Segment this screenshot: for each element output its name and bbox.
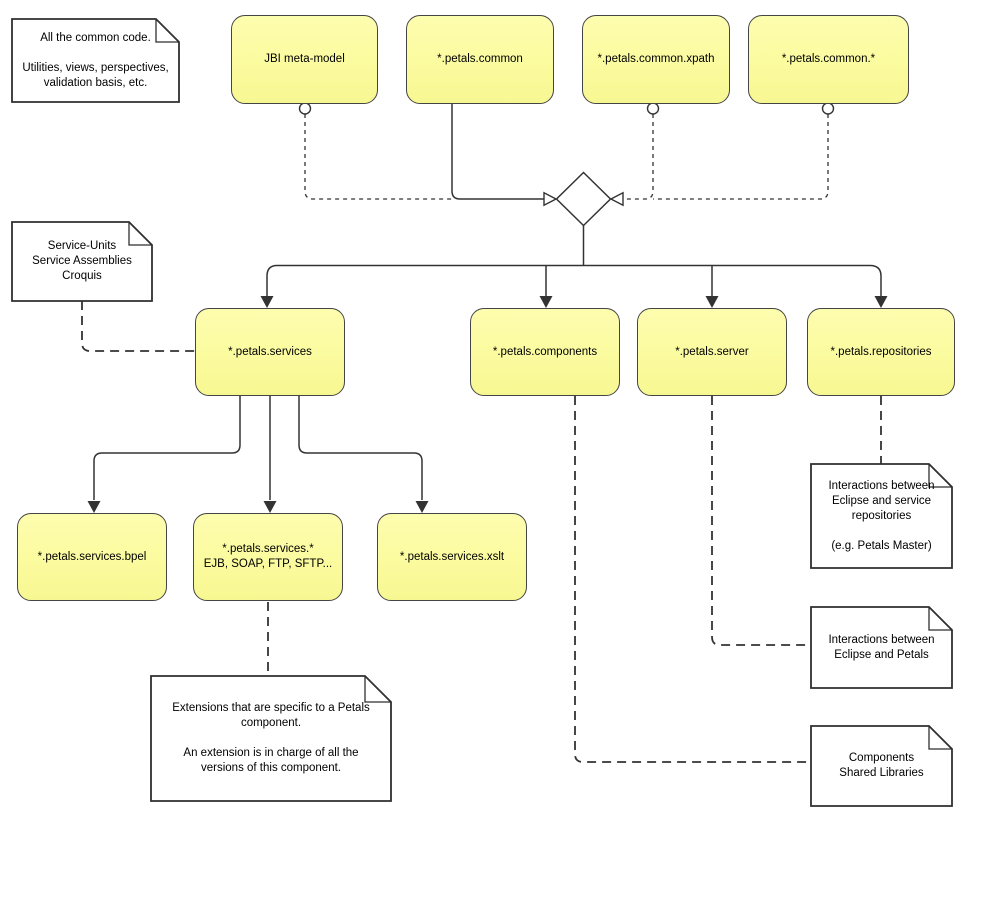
edge-note-petals-interactions [711, 396, 811, 646]
note-label: Service-Units Service Assemblies Croquis [32, 240, 132, 282]
note-shape-shared-libraries[interactable] [810, 725, 953, 807]
package-petals-services[interactable]: *.petals.services [195, 308, 345, 396]
note-petals-interactions: Interactions between Eclipse and Petals [811, 607, 952, 688]
note-label: Interactions between Eclipse and service… [828, 479, 935, 552]
package-label: *.petals.common.* [781, 53, 876, 65]
arrowhead-bpel-icon [87, 501, 101, 513]
edge-common-star-to-merge [653, 114, 829, 200]
edge-note-service-units [81, 301, 195, 352]
edge-common-xpath-to-merge [624, 114, 654, 200]
note-repo-interactions: Interactions between Eclipse and service… [811, 464, 952, 568]
ball-connector-jbi [298, 102, 312, 115]
note-fold-petals-interactions-icon [928, 607, 952, 631]
package-label: *.petals.common.xpath [597, 53, 715, 65]
merge-diamond[interactable] [555, 171, 612, 227]
package-petals-services-bpel[interactable]: *.petals.services.bpel [17, 513, 167, 601]
note-fold-shared-libraries-icon [928, 726, 952, 750]
note-service-units: Service-Units Service Assemblies Croquis [12, 222, 152, 301]
note-shape-service-units[interactable] [11, 221, 153, 302]
note-shape-extensions[interactable] [150, 675, 392, 802]
package-petals-server[interactable]: *.petals.server [637, 308, 787, 396]
package-petals-services-xslt[interactable]: *.petals.services.xslt [377, 513, 527, 601]
arrowhead-services-star-icon [263, 501, 277, 513]
package-jbi-meta-model[interactable]: JBI meta-model [231, 15, 378, 104]
note-fold-extensions-icon [364, 676, 391, 703]
hollow-arrow-right-icon [609, 191, 624, 207]
note-shape-common-code[interactable] [11, 18, 180, 103]
note-shape-repo-interactions[interactable] [810, 463, 953, 569]
package-label: JBI meta-model [264, 53, 345, 65]
package-label: *.petals.server [675, 345, 749, 358]
edge-common-to-merge [451, 104, 544, 200]
note-common-code: All the common code. Utilities, views, p… [12, 19, 179, 102]
package-label: *.petals.services.xslt [399, 550, 505, 563]
ball-connector-common-xpath [646, 102, 660, 115]
note-fold-repo-interactions-icon [928, 464, 952, 488]
package-label: *.petals.services [228, 345, 312, 358]
arrowhead-xslt-icon [415, 501, 429, 513]
note-shared-libraries: Components Shared Libraries [811, 726, 952, 806]
note-label: Components Shared Libraries [839, 752, 924, 779]
edge-note-shared-libraries [574, 396, 811, 763]
package-petals-services-star[interactable]: *.petals.services.* EJB, SOAP, FTP, SFTP… [193, 513, 343, 601]
edge-jbi-to-merge [304, 114, 452, 200]
package-label: *.petals.components [492, 345, 598, 358]
note-label: Interactions between Eclipse and Petals [828, 633, 935, 661]
note-fold-common-code-icon [155, 19, 179, 43]
edge-distribution-bus [266, 264, 882, 302]
arrowhead-services-icon [260, 296, 274, 308]
hollow-arrow-left-icon [543, 191, 558, 207]
arrowhead-repositories-icon [874, 296, 888, 308]
package-label: *.petals.services.* EJB, SOAP, FTP, SFTP… [203, 543, 333, 570]
package-label: *.petals.services.bpel [37, 550, 147, 563]
note-fold-service-units-icon [128, 222, 152, 246]
package-petals-common-star[interactable]: *.petals.common.* [748, 15, 909, 104]
package-petals-repositories[interactable]: *.petals.repositories [807, 308, 955, 396]
edge-services-to-bpel [93, 396, 241, 500]
package-petals-components[interactable]: *.petals.components [470, 308, 620, 396]
package-petals-common-xpath[interactable]: *.petals.common.xpath [582, 15, 730, 104]
arrowhead-components-icon [539, 296, 553, 308]
package-label: *.petals.common [437, 53, 523, 65]
note-extensions: Extensions that are specific to a Petals… [151, 676, 391, 801]
note-label: All the common code. Utilities, views, p… [22, 31, 169, 89]
edge-services-to-xslt [298, 396, 423, 500]
arrowhead-server-icon [705, 296, 719, 308]
package-label: *.petals.repositories [830, 345, 932, 358]
note-shape-petals-interactions[interactable] [810, 606, 953, 689]
ball-connector-common-star [821, 102, 835, 115]
note-label: Extensions that are specific to a Petals… [172, 702, 370, 774]
package-petals-common[interactable]: *.petals.common [406, 15, 554, 104]
